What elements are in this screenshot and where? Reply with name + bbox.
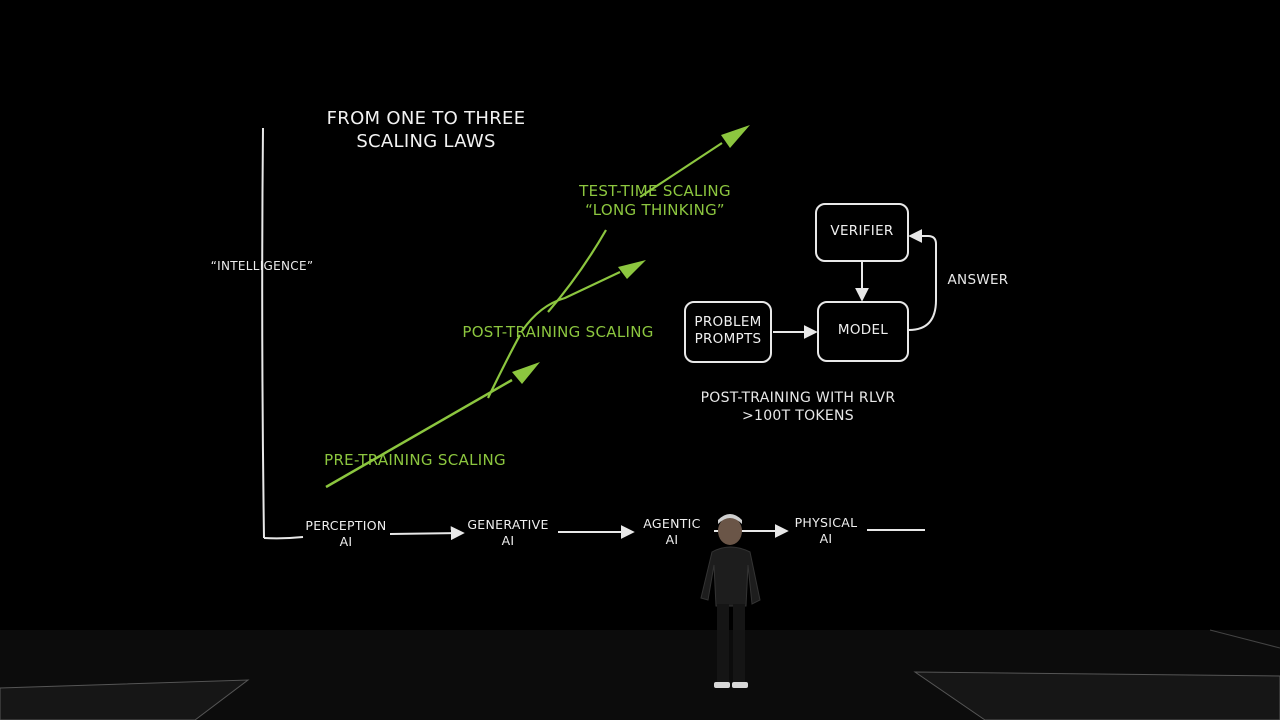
verifier-label: VERIFIER bbox=[830, 223, 894, 239]
post-training-arrowhead bbox=[618, 260, 646, 279]
y-axis-line bbox=[261, 127, 265, 539]
verifier-box bbox=[815, 203, 909, 262]
x-arrow-1 bbox=[389, 526, 465, 541]
pre-training-curve bbox=[325, 378, 513, 489]
stage-perception-ai: PERCEPTION AI bbox=[305, 518, 387, 549]
pre-training-scaling-label: PRE-TRAINING SCALING bbox=[324, 451, 506, 469]
test-time-curve bbox=[547, 142, 723, 313]
answer-label: ANSWER bbox=[947, 272, 1009, 288]
test-time-scaling-label: TEST-TIME SCALING “LONG THINKING” bbox=[579, 182, 731, 219]
rlvr-footnote: POST-TRAINING WITH RLVR >100T TOKENS bbox=[700, 390, 896, 424]
pre-training-arrowhead bbox=[512, 362, 540, 384]
y-axis-label: “INTELLIGENCE” bbox=[210, 259, 314, 273]
answer-feedback-loop bbox=[908, 229, 937, 331]
slide-title: FROM ONE TO THREE SCALING LAWS bbox=[326, 108, 526, 152]
problem-prompts-box bbox=[684, 301, 772, 363]
post-training-curve bbox=[487, 271, 621, 399]
stage-physical-ai: PHYSICAL AI bbox=[794, 515, 858, 546]
test-time-arrowhead bbox=[721, 125, 750, 148]
post-training-scaling-label: POST-TRAINING SCALING bbox=[462, 323, 654, 341]
model-box bbox=[817, 301, 909, 362]
stage-generative-ai: GENERATIVE AI bbox=[467, 517, 549, 548]
scaling-curves bbox=[325, 125, 750, 489]
rlvr-diagram bbox=[684, 203, 937, 363]
stage-agentic-ai: AGENTIC AI bbox=[643, 516, 701, 547]
x-axis-line bbox=[263, 536, 304, 540]
problem-prompts-label: PROBLEM PROMPTS bbox=[694, 314, 762, 347]
model-label: MODEL bbox=[837, 322, 889, 338]
stage-floor bbox=[0, 629, 1280, 720]
presenter bbox=[700, 514, 761, 688]
